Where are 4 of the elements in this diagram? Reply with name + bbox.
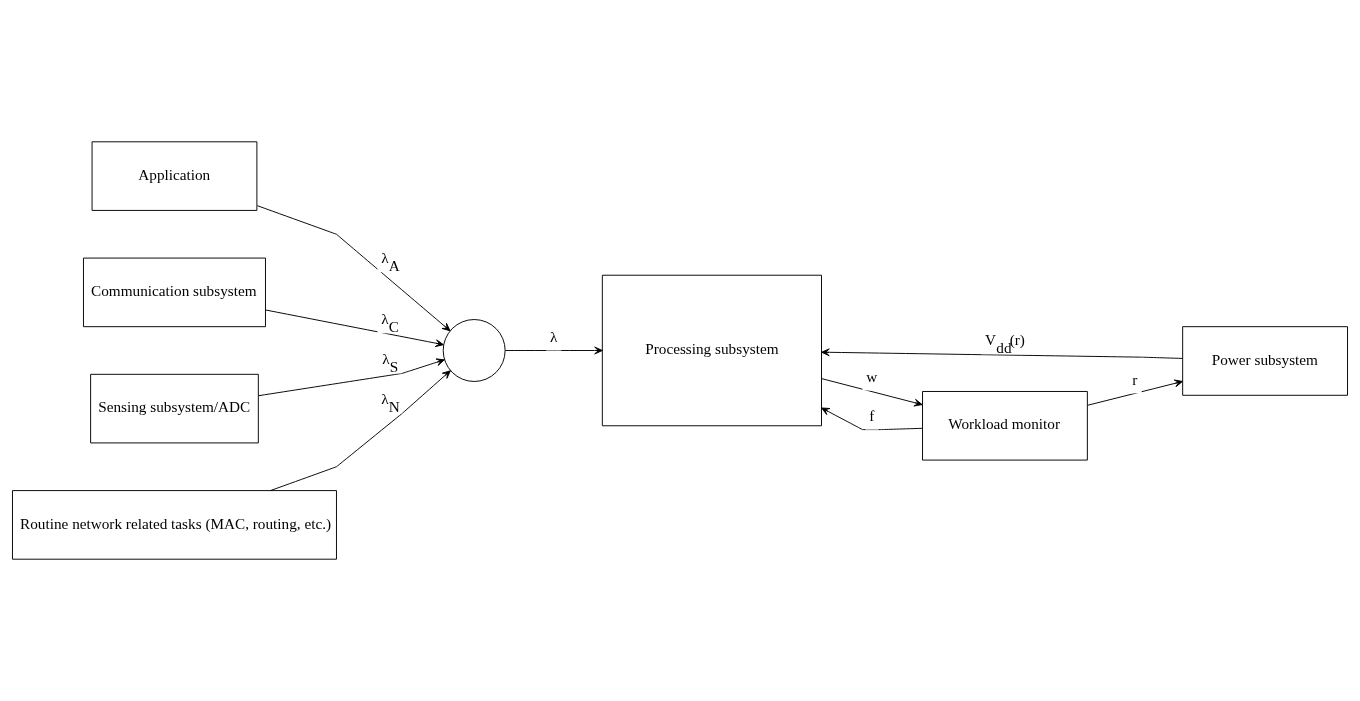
- edge-label: w: [866, 367, 878, 385]
- edge-label: r: [1132, 370, 1138, 388]
- edge-label: f: [869, 406, 875, 424]
- edge-label: λ: [549, 327, 558, 345]
